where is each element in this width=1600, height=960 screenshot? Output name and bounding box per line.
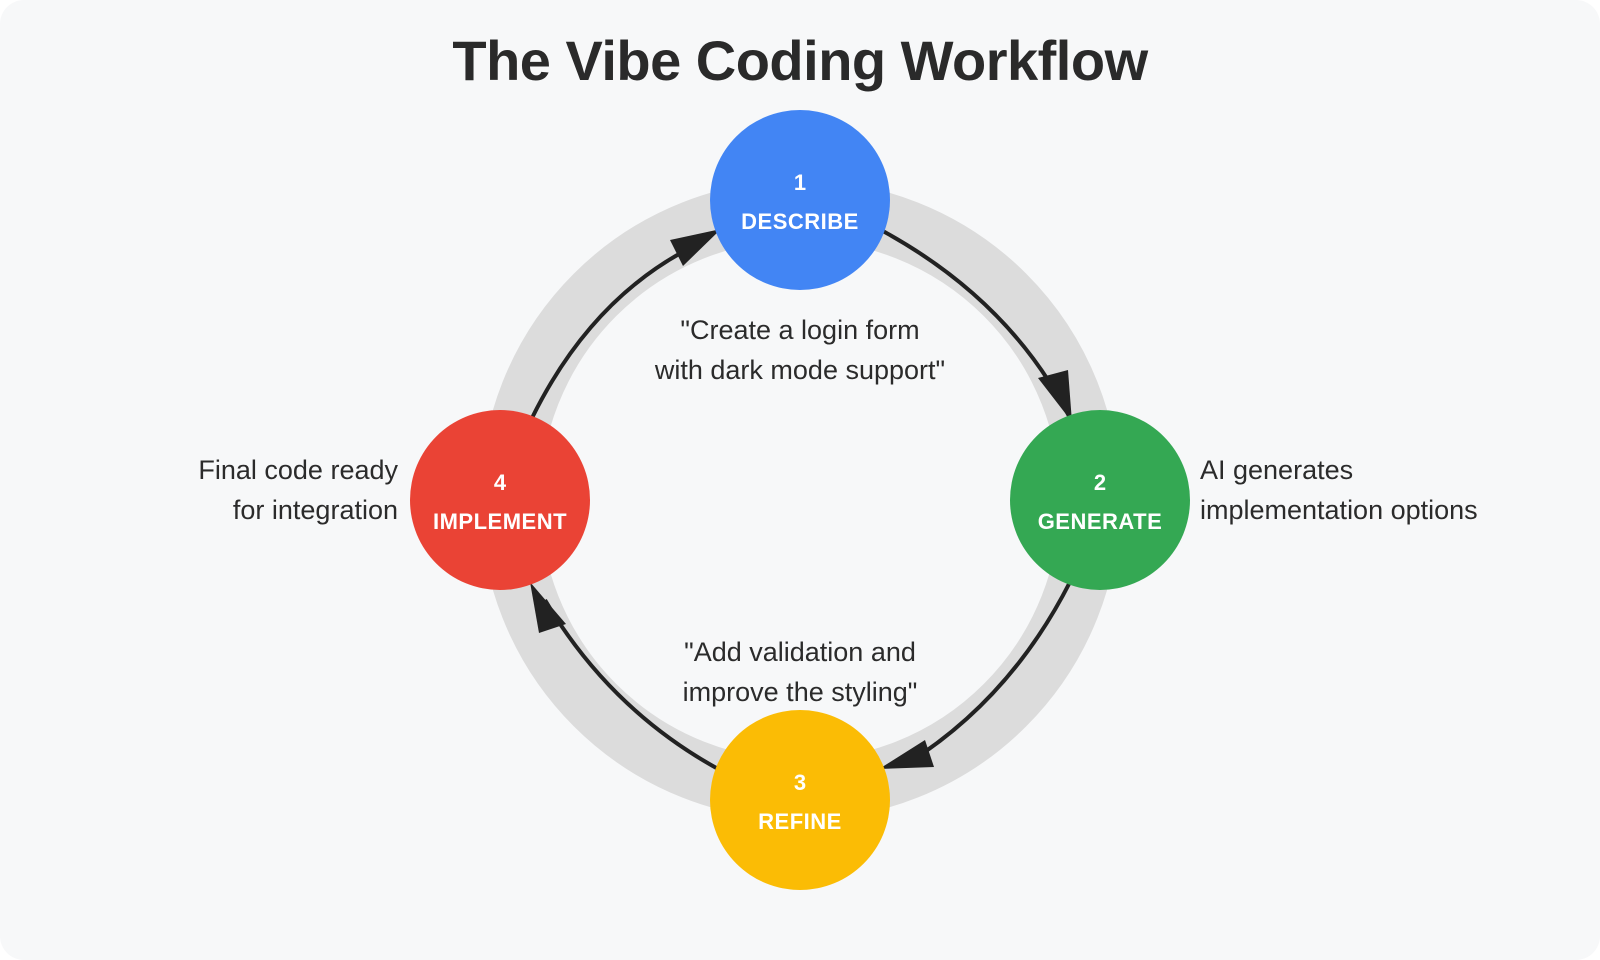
arrowhead-describe [670,229,721,266]
step-generate-number: 2 [1094,470,1106,495]
step-generate: 2 GENERATE [1010,410,1190,590]
step-refine: 3 REFINE [710,710,890,890]
step-generate-label: GENERATE [1038,509,1163,534]
step-implement-label: IMPLEMENT [433,509,567,534]
note-refine-line2: improve the styling" [682,677,918,707]
step-refine-label: REFINE [758,809,842,834]
note-refine-line1: "Add validation and [684,637,916,667]
note-describe-line2: with dark mode support" [654,355,946,385]
step-implement-circle [410,410,590,590]
diagram-title: The Vibe Coding Workflow [452,29,1148,92]
arrowhead-implement [530,582,566,633]
note-implement-line2: for integration [232,495,398,525]
step-refine-circle [710,710,890,890]
step-refine-number: 3 [794,770,806,795]
arrowhead-refine [879,740,934,769]
step-describe: 1 DESCRIBE [710,110,890,290]
arrow-implement-to-describe [530,246,691,419]
step-implement: 4 IMPLEMENT [410,410,590,590]
arrowhead-generate [1038,370,1072,422]
note-refine: "Add validation and improve the styling" [590,632,1010,712]
step-implement-number: 4 [494,470,507,495]
cycle-arrows [530,228,1072,772]
arrow-refine-to-implement [543,598,721,772]
note-describe: "Create a login form with dark mode supp… [590,310,1010,390]
note-generate-line1: AI generates [1200,455,1354,485]
arrow-generate-to-refine [903,581,1072,767]
step-describe-circle [710,110,890,290]
note-describe-line1: "Create a login form [680,315,920,345]
note-implement: Final code ready for integration [68,450,398,530]
step-describe-number: 1 [794,170,806,195]
note-generate: AI generates implementation options [1200,450,1560,530]
step-describe-label: DESCRIBE [741,209,859,234]
note-implement-line1: Final code ready [198,455,398,485]
note-generate-line2: implementation options [1200,495,1478,525]
step-generate-circle [1010,410,1190,590]
